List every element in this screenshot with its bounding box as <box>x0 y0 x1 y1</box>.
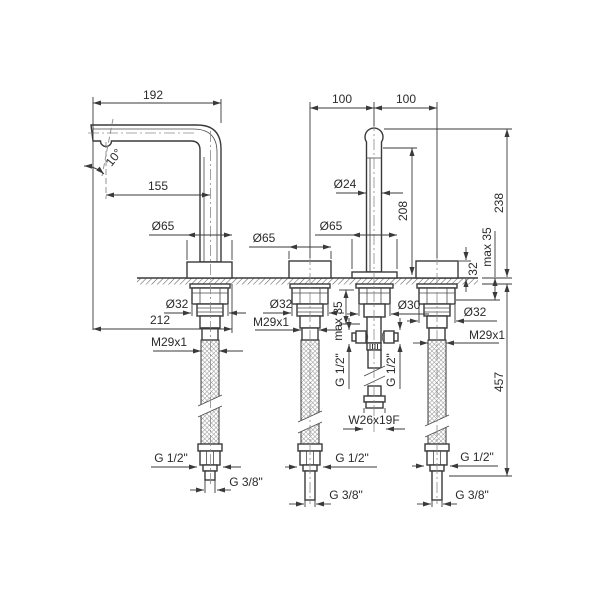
spout-threaded-shank <box>196 303 224 317</box>
spout-hose-connector <box>201 327 219 341</box>
dim-label-base-dia-spout: Ø65 <box>152 219 175 233</box>
spout-base-body <box>186 261 233 279</box>
dim-label-pitch-right: 100 <box>396 92 416 106</box>
dim-label-spout-reach: 155 <box>148 179 168 193</box>
dim-label-port-thread-right: G 1/2" <box>384 353 398 387</box>
angle-arc <box>83 163 105 175</box>
dim-label-deck-max-right: max 35 <box>480 227 494 267</box>
dim-label-nut-dia-handle2: Ø32 <box>464 305 487 319</box>
dim-label-overall-height: 238 <box>492 193 506 213</box>
dim-label-hose-right-lower: G 3/8" <box>455 488 489 502</box>
dim-label-column-dia: Ø24 <box>334 177 357 191</box>
tube-break-line <box>363 375 386 387</box>
dim-label-nut-dia-column: Ø30 <box>398 298 421 312</box>
spout-supply-hose <box>200 339 220 445</box>
dim-label-hose-middle-lower: G 3/8" <box>329 488 363 502</box>
column-outlet-tube-lower <box>367 385 382 397</box>
dimension-lines <box>83 97 512 507</box>
spout-neck <box>199 315 221 329</box>
dim-label-body-height: 32 <box>466 262 480 276</box>
centerlines <box>88 120 438 504</box>
column-outlet-connector-end <box>365 401 384 409</box>
hose-break-line <box>197 405 223 418</box>
column-nut <box>358 287 391 305</box>
dim-label-base-dia-column: Ø65 <box>320 219 343 233</box>
spout-g38-collar <box>202 464 218 472</box>
spout-assembly <box>90 124 233 481</box>
spout-g12-collar <box>197 443 223 452</box>
dim-label-base-dia-handle: Ø65 <box>253 231 276 245</box>
hose-break <box>198 395 222 417</box>
column-outlet-tube <box>367 349 382 369</box>
spout-g12-hex <box>199 450 221 466</box>
dim-label-column-height: 208 <box>396 201 410 221</box>
dim-label-pitch-left: 100 <box>332 92 352 106</box>
tube-break-line <box>363 365 386 377</box>
dim-label-port-thread-left: G 1/2" <box>333 353 347 387</box>
dim-label-deck-max-center: max 35 <box>331 301 345 341</box>
dim-label-thread-spout: M29x1 <box>151 335 187 349</box>
dim-label-hose-left-upper: G 1/2" <box>154 451 188 465</box>
tube-break <box>364 366 385 386</box>
dimension-labels: 192 155 10° 100 100 Ø65 Ø65 Ø65 Ø24 208 … <box>103 88 506 502</box>
dim-label-nut-dia-handle1: Ø32 <box>270 297 293 311</box>
countertop-hatch <box>137 278 478 285</box>
column-neck <box>363 303 386 318</box>
dim-label-hose-middle-upper: G 1/2" <box>335 451 369 465</box>
dim-label-column-outlet-thread: W26x19F <box>348 413 399 427</box>
dim-label-thread-handle2: M29x1 <box>469 328 505 342</box>
dim-label-thread-handle1: M29x1 <box>253 315 289 329</box>
dim-label-hose-drop: 457 <box>492 372 506 392</box>
spout-tube-inner-line <box>93 128 218 262</box>
dim-label-nut-dia-spout: Ø32 <box>166 297 189 311</box>
dim-label-overall-projection: 212 <box>150 313 170 327</box>
dim-label-hose-right-upper: G 1/2" <box>460 450 494 464</box>
valve-port-left <box>355 330 367 344</box>
spout-mounting-nut <box>191 287 229 305</box>
column-outlet-connector <box>363 395 386 403</box>
spout-g38-tube <box>204 470 216 481</box>
dim-label-hose-left-lower: G 3/8" <box>229 475 263 489</box>
valve-web-left <box>365 330 369 344</box>
dim-label-spout-width: 192 <box>143 88 163 102</box>
valve-web-right <box>381 330 385 344</box>
hose-break-line <box>197 394 223 407</box>
spout-tube <box>90 124 222 263</box>
column-base-plate <box>351 271 398 279</box>
valve-port-right-cap <box>393 332 399 342</box>
valve-port-right <box>383 330 395 344</box>
